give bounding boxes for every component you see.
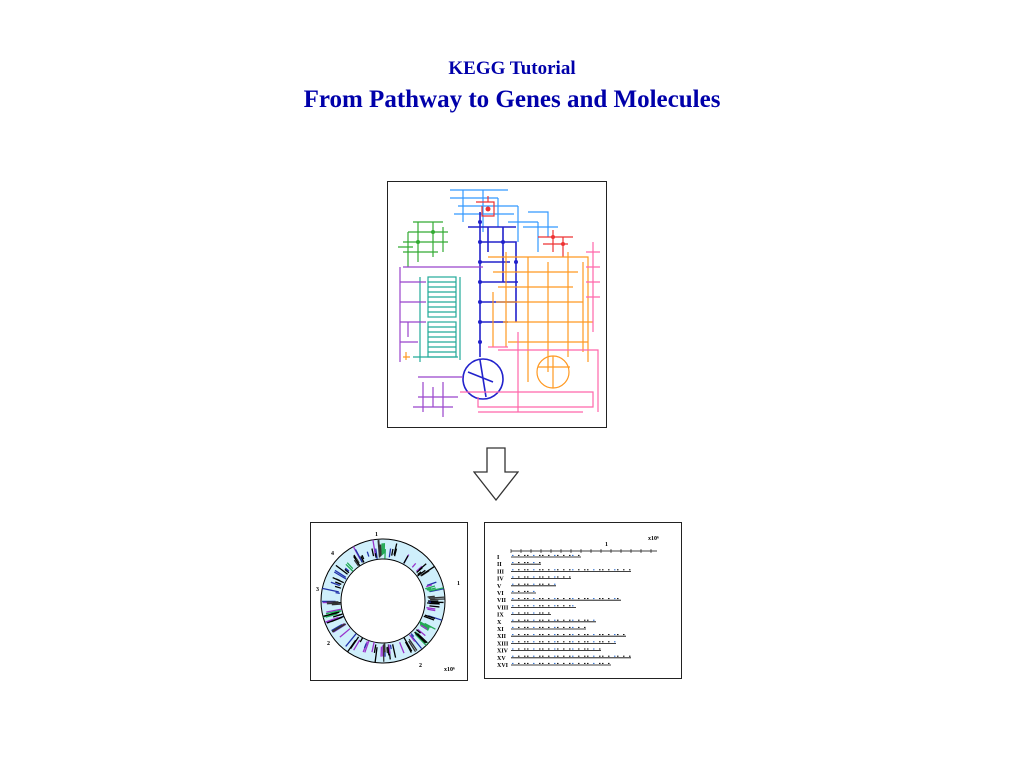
pathway-map-image [387, 181, 607, 428]
slide-subtitle: KEGG Tutorial [448, 58, 576, 79]
genome-unit-label: x10⁶ [444, 667, 455, 673]
chromosome-row-label: XIV [497, 649, 509, 655]
genome-tick-label: 2 [327, 641, 330, 647]
chromosome-row-label: XI [497, 627, 504, 633]
chromosome-row-label: VI [497, 591, 504, 597]
chromosome-row-label: IX [497, 613, 504, 619]
genome-tick-label: 3 [316, 587, 319, 593]
genome-tick-labels: 1 1 2 2 3 4 [316, 532, 460, 669]
genome-tick-label: 4 [331, 551, 334, 557]
chromosome-row-label: XVI [497, 663, 509, 669]
chromosome-row-label: I [497, 555, 500, 561]
chromosome-row-label: XII [497, 634, 507, 640]
down-arrow-icon [473, 447, 519, 501]
chromosome-row-label: II [497, 562, 502, 568]
chromosome-row-label: IV [497, 577, 504, 583]
genome-tick-label: 1 [375, 532, 378, 538]
chromosome-row-label: X [497, 620, 502, 626]
genome-map-image: 1 1 2 2 3 4 x10⁶ [310, 522, 468, 681]
chromosome-row-label: VII [497, 598, 507, 604]
slide-title: From Pathway to Genes and Molecules [303, 86, 721, 113]
genome-tick-label: 2 [419, 663, 422, 669]
chromosome-unit-label: x10⁶ [648, 536, 659, 542]
chromosome-row-label: VIII [497, 605, 509, 611]
chromosome-row-label: V [497, 584, 502, 590]
chromosome-row-label: III [497, 569, 505, 575]
chromosome-scale-label: 1 [605, 542, 608, 548]
genome-tick-label: 1 [457, 581, 460, 587]
chromosome-row-label: XV [497, 656, 506, 662]
chromosome-row-label: XIII [497, 641, 509, 647]
